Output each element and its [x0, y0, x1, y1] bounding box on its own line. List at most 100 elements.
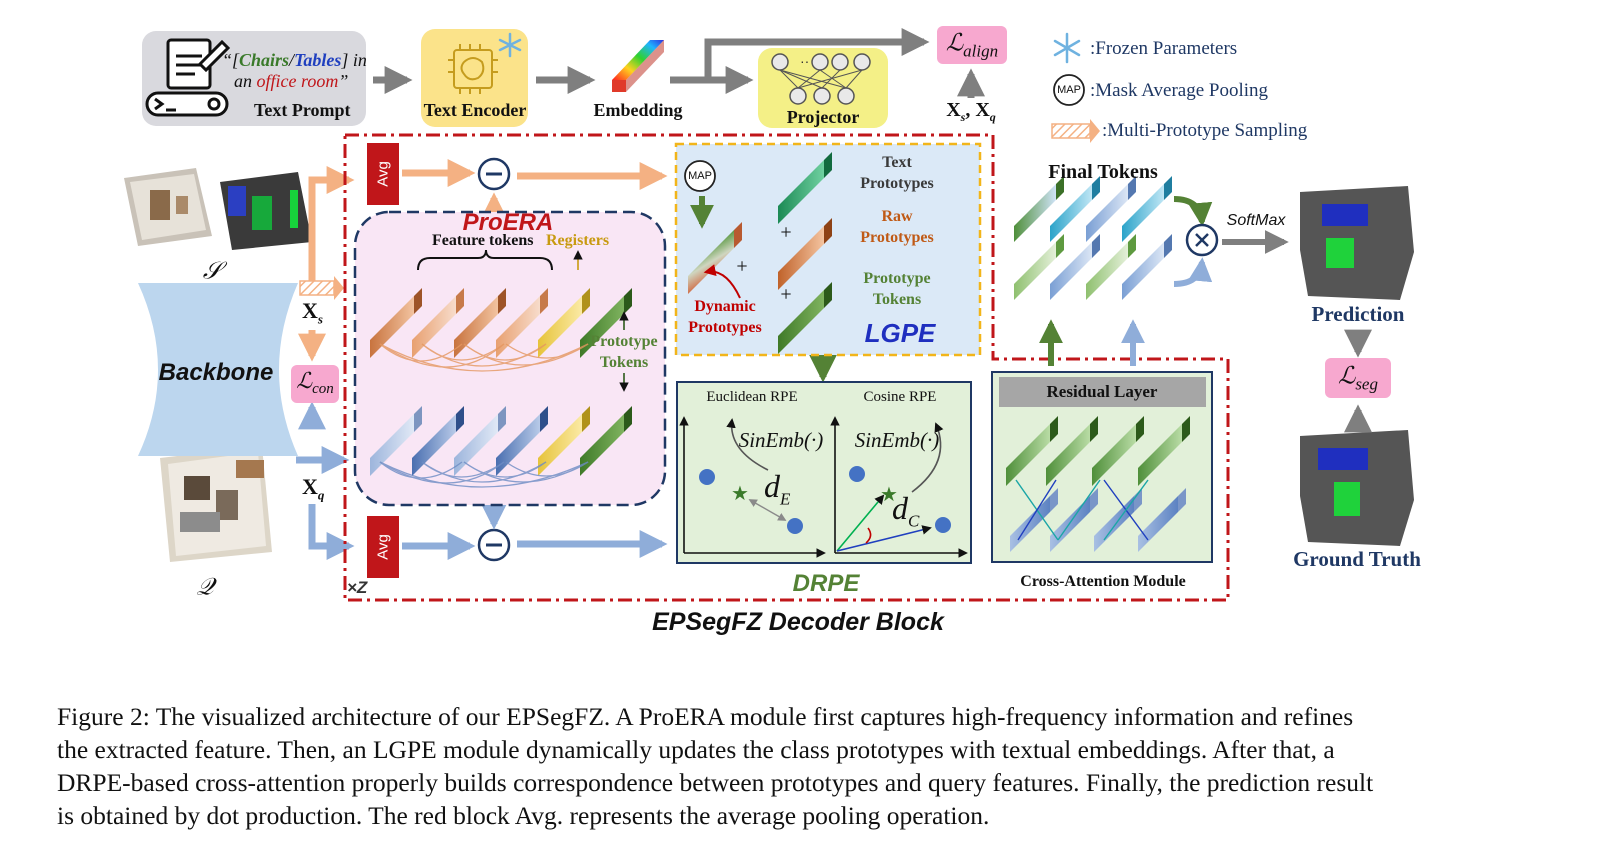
- legend-sampling-label: :Multi-Prototype Sampling: [1102, 120, 1308, 141]
- sampling-hatched-arrow: [299, 280, 335, 296]
- con-loss-box: [291, 365, 339, 403]
- dynamic-prototypes-line2: Prototypes: [688, 319, 762, 336]
- terminal-prompt-icon: [145, 38, 231, 117]
- proera-panel: [353, 210, 667, 507]
- proera-upper-tokens: [370, 288, 632, 358]
- caption-line: DRPE-based cross-attention properly buil…: [57, 768, 1374, 797]
- legend-snowflake-icon: [1053, 32, 1081, 64]
- cosine-star-icon: ★: [880, 482, 898, 506]
- avg-label-bottom: Avg: [374, 534, 392, 560]
- xs-xq-label: Xs, Xq: [946, 99, 996, 124]
- text-encoder-box: [421, 29, 528, 127]
- cosine-rpe-label: Cosine RPE: [863, 389, 937, 405]
- projector-label: Projector: [786, 107, 860, 127]
- lgpe-plus-3: +: [780, 283, 792, 306]
- text-encoder-label: Text Encoder: [423, 100, 527, 120]
- drpe-title: DRPE: [792, 570, 860, 597]
- drpe-panel: [676, 381, 972, 564]
- cosine-sinemb-curve: [911, 422, 944, 493]
- legend-map-icon: [1053, 74, 1085, 106]
- prompt-line-1: “[Chairs/Tables] in: [222, 50, 367, 70]
- final-tokens: [1014, 176, 1172, 300]
- support-set-label: 𝒮: [202, 258, 222, 285]
- cosine-sinemb-label: SinEmb(·): [854, 428, 940, 452]
- text-prototype-token: [778, 152, 832, 224]
- avg-block-top: [367, 143, 399, 205]
- decoder-flow-arrows: [402, 159, 837, 560]
- text-prompt-box: [142, 31, 366, 126]
- lgpe-prototype-tokens-line1: Prototype: [863, 270, 931, 287]
- svg-text:··: ··: [800, 53, 809, 69]
- support-scene-image: [124, 168, 312, 250]
- final-token-arrows: [1039, 196, 1289, 366]
- lgpe-map-symbol: MAP: [688, 170, 712, 182]
- dynamic-prototype-curve: [703, 264, 741, 299]
- residual-layer-label: Residual Layer: [1046, 382, 1158, 401]
- euclidean-distance-line: [748, 499, 787, 521]
- lgpe-plus-2: +: [780, 221, 792, 244]
- decoder-block-title: EPSegFZ Decoder Block: [652, 608, 944, 636]
- euclidean-sinemb-curve: [726, 418, 769, 471]
- feature-tokens-brace: [417, 249, 553, 271]
- backbone-label: Backbone: [158, 359, 274, 386]
- ground-truth-image: [1300, 430, 1414, 546]
- decoder-block-border: [343, 133, 1230, 602]
- raw-prototypes-line1: Raw: [881, 208, 913, 225]
- euclidean-distance-label: dE: [764, 468, 791, 509]
- legend-hatched-arrow-icon: [1051, 123, 1091, 139]
- softmax-label: SoftMax: [1226, 212, 1286, 229]
- proera-lower-connections: [379, 461, 589, 488]
- xq-label: Xq: [302, 474, 325, 503]
- cosine-distance-label: dC: [892, 490, 920, 531]
- legend-frozen-label: :Frozen Parameters: [1090, 38, 1238, 59]
- embedding-label: Embedding: [593, 100, 683, 120]
- cross-attention-links: [1015, 479, 1149, 541]
- query-set-label: 𝒬: [196, 574, 214, 601]
- seg-loss-label: ℒseg: [1338, 363, 1378, 394]
- caption-line: the extracted feature. Then, an LGPE mod…: [57, 735, 1335, 764]
- embedding-icon: [612, 40, 664, 92]
- proera-title: ProERA: [462, 209, 554, 236]
- prediction-image: [1300, 186, 1414, 300]
- cosine-point-b: [935, 517, 951, 533]
- euclidean-point-a: [699, 469, 715, 485]
- prompt-line-2: an office room”: [234, 71, 349, 91]
- registers-label: Registers: [546, 232, 610, 249]
- legend-map-symbol: MAP: [1057, 84, 1081, 96]
- text-prompt-label: Text Prompt: [254, 100, 351, 120]
- con-loss-label: ℒcon: [296, 367, 334, 398]
- left-arrows: [296, 166, 355, 560]
- caption-line: Figure 2: The visualized architecture of…: [57, 702, 1354, 731]
- architecture-diagram-svg: ··: [124, 26, 1414, 602]
- residual-layer-bar: [999, 377, 1206, 407]
- ground-truth-label: Ground Truth: [1293, 547, 1421, 571]
- avg-label-top: Avg: [374, 161, 392, 187]
- caption-line: is obtained by dot production. The red b…: [57, 801, 990, 830]
- euclidean-axes: [679, 416, 826, 558]
- avg-block-bottom: [367, 516, 399, 578]
- lgpe-prototype-tokens-line2: Tokens: [872, 291, 922, 308]
- backbone-shape: [138, 283, 298, 456]
- cosine-axes: [830, 416, 968, 558]
- dynamic-prototypes-line1: Dynamic: [694, 298, 756, 315]
- proera-upper-connections: [379, 343, 589, 372]
- proera-prototype-tokens-line1: Prototype: [590, 333, 658, 350]
- feature-tokens-label: Feature tokens: [432, 232, 534, 249]
- lgpe-plus-1: +: [736, 255, 748, 278]
- prediction-label: Prediction: [1311, 302, 1405, 326]
- top-arrows: [373, 28, 985, 98]
- cross-attention-label: Cross-Attention Module: [1020, 573, 1186, 590]
- proera-small-arrows: [573, 250, 629, 392]
- align-loss-label: ℒalign: [945, 30, 999, 61]
- euclidean-star-icon: ★: [731, 481, 749, 505]
- lgpe-map-icon: [684, 160, 716, 192]
- projector-box: ··: [758, 48, 888, 128]
- legend-map-label: :Mask Average Pooling: [1090, 80, 1269, 101]
- euclidean-rpe-label: Euclidean RPE: [706, 389, 798, 405]
- cosine-angle-arc: [865, 527, 872, 544]
- text-prototypes-line1: Text: [882, 154, 912, 171]
- prototype-token: [778, 282, 832, 354]
- repeat-z-label: ×Z: [347, 578, 368, 597]
- figure-caption: Figure 2: The visualized architecture of…: [57, 700, 1577, 832]
- sampling-hatched-arrow-head: [334, 276, 344, 300]
